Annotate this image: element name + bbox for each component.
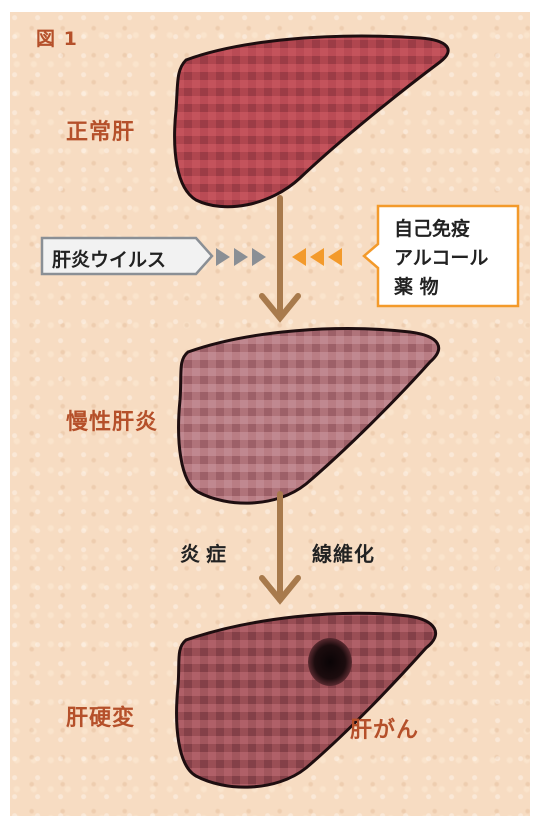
tumor-mark — [308, 638, 352, 686]
factor-chevrons — [292, 248, 342, 266]
liver-cirrhosis-image — [175, 611, 438, 789]
progression-arrow-1 — [259, 195, 301, 323]
factor-alcohol: アルコール — [394, 247, 489, 269]
virus-chevrons — [216, 248, 266, 266]
progression-arrow-2 — [259, 491, 301, 605]
factor-autoimmune: 自己免疫 — [394, 218, 471, 240]
liver-normal-image — [173, 34, 450, 209]
label-chronic-hepatitis: 慢性肝炎 — [66, 410, 159, 435]
factor-drugs: 薬 物 — [394, 276, 439, 298]
label-normal-liver: 正常肝 — [66, 120, 136, 145]
label-inflammation: 炎症 — [180, 542, 232, 566]
label-liver-cancer: 肝がん — [350, 718, 420, 743]
factor-box-outline — [362, 204, 520, 308]
virus-box-outline — [40, 236, 214, 276]
label-cirrhosis: 肝硬変 — [66, 706, 136, 731]
virus-label: 肝炎ウイルス — [52, 249, 167, 271]
liver-chronic-image — [177, 327, 441, 505]
label-fibrosis: 線維化 — [312, 542, 375, 566]
figure-label: 図 1 — [36, 28, 78, 50]
